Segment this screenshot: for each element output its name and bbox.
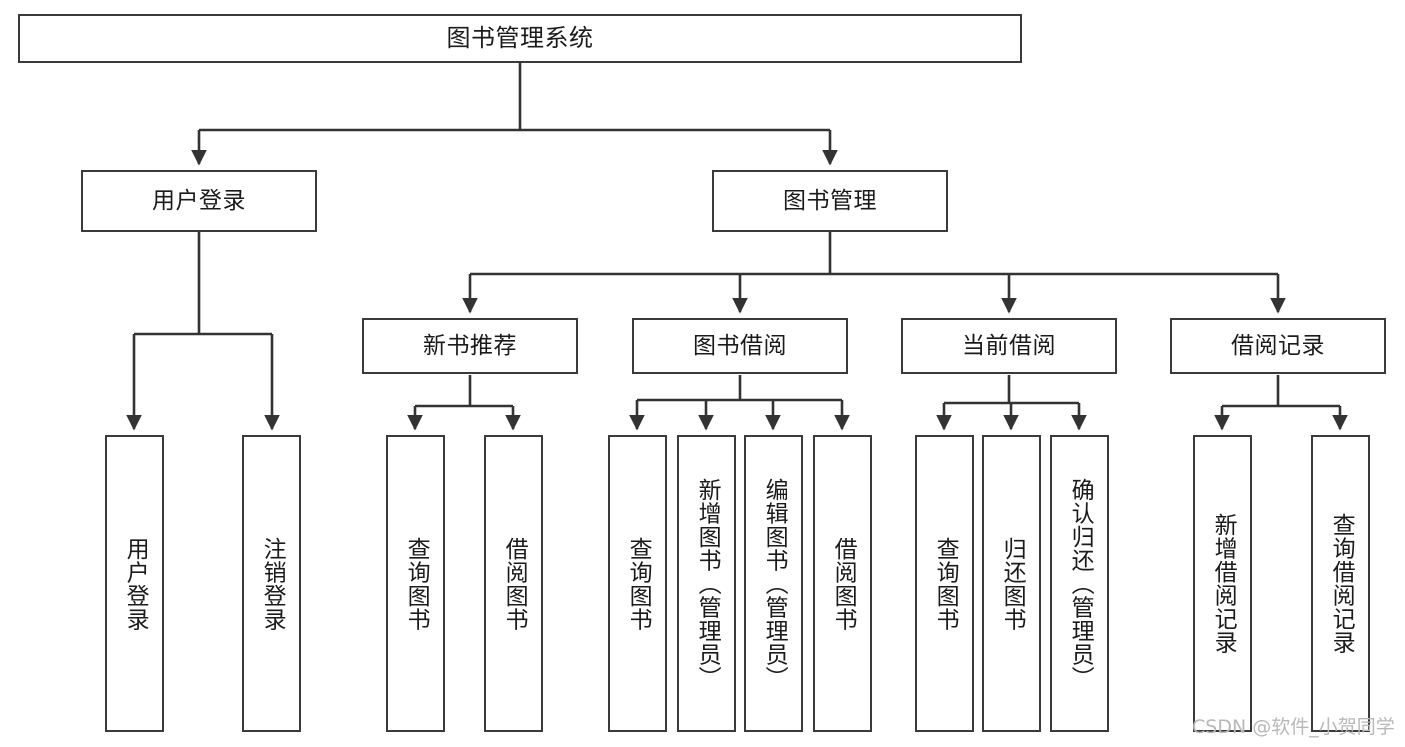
node-leaf-add-book-admin-label: 新增图书（管理员） bbox=[694, 477, 721, 690]
node-leaf-query-borrow-record-label: 查询借阅记录 bbox=[1328, 513, 1355, 654]
node-new-book-recommend-label: 新书推荐 bbox=[423, 332, 517, 359]
node-borrow-record[interactable]: 借阅记录 bbox=[1170, 318, 1386, 374]
node-leaf-add-book-admin[interactable]: 新增图书（管理员） bbox=[677, 435, 736, 732]
node-leaf-return-book-label: 归还图书 bbox=[999, 536, 1026, 631]
node-leaf-borrow-book-2-label: 借阅图书 bbox=[830, 536, 857, 631]
node-leaf-query-book-1[interactable]: 查询图书 bbox=[386, 435, 445, 732]
node-root[interactable]: 图书管理系统 bbox=[18, 14, 1022, 63]
node-leaf-logout-label: 注销登录 bbox=[259, 536, 286, 631]
node-leaf-borrow-book-2[interactable]: 借阅图书 bbox=[813, 435, 872, 732]
node-current-borrow-label: 当前借阅 bbox=[962, 332, 1056, 359]
node-leaf-logout[interactable]: 注销登录 bbox=[242, 435, 301, 732]
node-new-book-recommend[interactable]: 新书推荐 bbox=[362, 318, 578, 374]
node-user-login[interactable]: 用户登录 bbox=[81, 170, 317, 232]
node-leaf-user-login[interactable]: 用户登录 bbox=[105, 435, 164, 732]
node-leaf-confirm-return-admin-label: 确认归还（管理员） bbox=[1067, 477, 1094, 690]
node-leaf-query-book-2-label: 查询图书 bbox=[625, 536, 652, 631]
node-leaf-user-login-label: 用户登录 bbox=[122, 536, 149, 631]
node-leaf-borrow-book-1[interactable]: 借阅图书 bbox=[484, 435, 543, 732]
node-leaf-confirm-return-admin[interactable]: 确认归还（管理员） bbox=[1050, 435, 1109, 732]
node-leaf-edit-book-admin[interactable]: 编辑图书（管理员） bbox=[744, 435, 803, 732]
node-leaf-query-book-1-label: 查询图书 bbox=[403, 536, 430, 631]
node-current-borrow[interactable]: 当前借阅 bbox=[901, 318, 1117, 374]
node-leaf-query-book-2[interactable]: 查询图书 bbox=[608, 435, 667, 732]
watermark: CSDN @软件_小贺同学 bbox=[1192, 716, 1395, 738]
node-leaf-query-borrow-record[interactable]: 查询借阅记录 bbox=[1311, 435, 1370, 732]
node-leaf-query-book-3-label: 查询图书 bbox=[932, 536, 959, 631]
node-leaf-return-book[interactable]: 归还图书 bbox=[982, 435, 1041, 732]
node-book-borrow[interactable]: 图书借阅 bbox=[632, 318, 848, 374]
node-leaf-edit-book-admin-label: 编辑图书（管理员） bbox=[761, 477, 788, 690]
node-leaf-query-book-3[interactable]: 查询图书 bbox=[915, 435, 974, 732]
node-leaf-add-borrow-record-label: 新增借阅记录 bbox=[1210, 513, 1237, 654]
node-book-borrow-label: 图书借阅 bbox=[693, 332, 787, 359]
node-leaf-add-borrow-record[interactable]: 新增借阅记录 bbox=[1193, 435, 1252, 732]
node-book-management-label: 图书管理 bbox=[783, 187, 877, 214]
node-book-management[interactable]: 图书管理 bbox=[712, 170, 948, 232]
node-borrow-record-label: 借阅记录 bbox=[1231, 332, 1325, 359]
node-leaf-borrow-book-1-label: 借阅图书 bbox=[501, 536, 528, 631]
node-user-login-label: 用户登录 bbox=[152, 187, 246, 214]
node-root-label: 图书管理系统 bbox=[446, 23, 594, 52]
